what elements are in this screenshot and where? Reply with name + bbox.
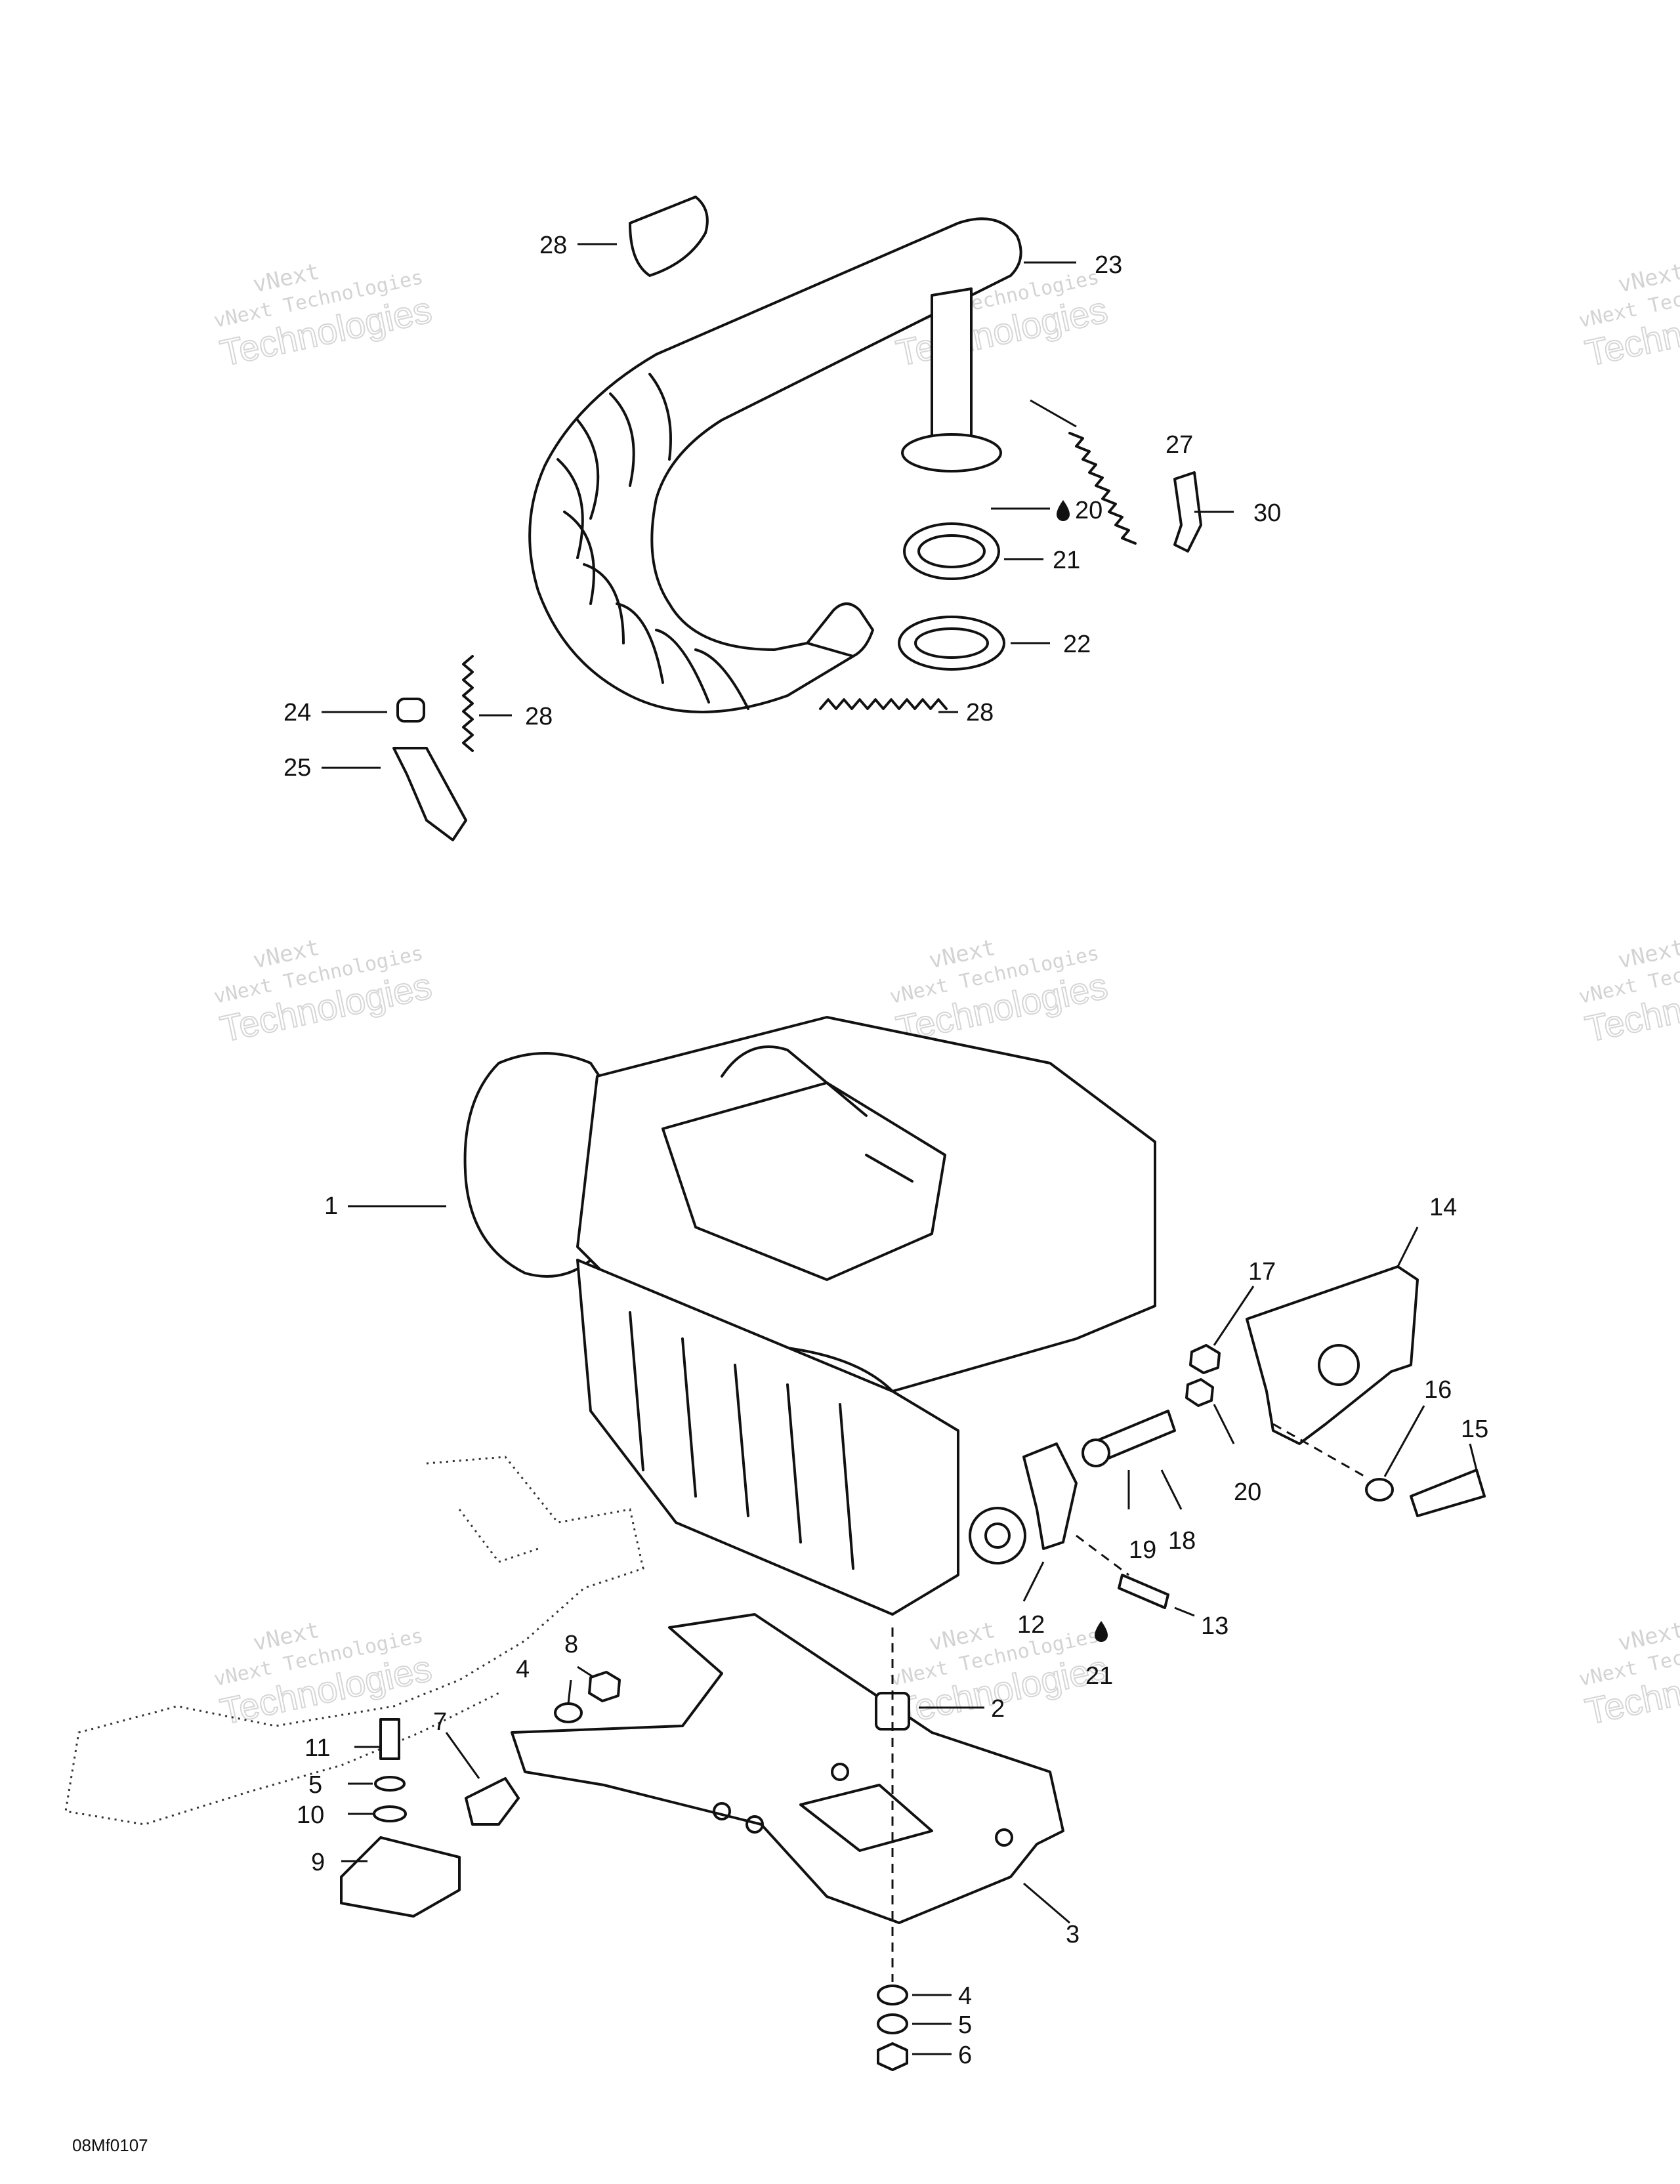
engine-crankcase-ribs [629, 1311, 854, 1570]
callout-28-left: 28 [525, 703, 553, 730]
engine-mount-bracket [340, 1836, 461, 1918]
callout-26: 24 [284, 699, 311, 726]
callout-15: 15 [1461, 1416, 1488, 1443]
callout-22: 20 [1075, 497, 1102, 524]
flat-washer-4-lower [877, 1984, 908, 2006]
bolt-11 [379, 1718, 400, 1760]
engine-mount-boss [969, 1507, 1026, 1564]
callout-3: 3 [1066, 1921, 1080, 1948]
callout-27: 25 [284, 754, 311, 782]
rubber-mount-stud [465, 1777, 520, 1826]
nut-20 [1185, 1378, 1214, 1407]
callout-28-upper: 27 [1166, 431, 1193, 459]
engine-mount-boss-inner [984, 1522, 1011, 1549]
tuned-pipe-outlet [806, 602, 874, 658]
callout-4-upper: 4 [516, 1656, 530, 1683]
callout-18: 18 [1168, 1527, 1196, 1555]
exhaust-seal-ring-inner [917, 534, 986, 568]
reference-code: 08Mf0107 [72, 2135, 148, 2155]
spring-lower [819, 698, 948, 710]
tuned-pipe-ribs [556, 373, 749, 710]
flat-washer-16 [1365, 1478, 1394, 1502]
callout-5-upper: 5 [308, 1771, 322, 1799]
engine-head-detail [662, 1045, 946, 1281]
pipe-bracket [392, 747, 467, 841]
mounting-plate-hole [995, 1828, 1013, 1847]
tuned-pipe-flange [901, 433, 1002, 472]
flat-washer-4-upper [554, 1702, 583, 1723]
callout-6: 6 [958, 2042, 972, 2069]
engine-crankcase [576, 1259, 959, 1616]
watermark-4: vNext vNext Technologies Technologies [212, 934, 436, 1051]
callout-24: 22 [1063, 631, 1091, 658]
small-bracket [1022, 1442, 1078, 1550]
lock-washer-5 [374, 1776, 406, 1792]
callout-4-lower: 4 [958, 1983, 972, 2010]
watermark-6: vNext vNext Technologies Technologies [1577, 934, 1680, 1051]
callout-labels: 28 23 27 20 21 22 30 28 28 24 25 1 14 17… [284, 232, 1488, 2069]
callout-11: 11 [304, 1734, 330, 1762]
grease-drop-icon [1095, 1621, 1108, 1642]
grease-drop-icon [1057, 500, 1070, 521]
tuned-pipe [528, 217, 1022, 713]
spring-left [462, 655, 474, 752]
engine-mounting-plate [511, 1613, 1064, 1924]
exhaust-seal-ring [903, 522, 1000, 580]
exhaust-assembly [392, 196, 1202, 841]
watermark-1: vNext vNext Technologies Technologies [212, 259, 436, 375]
callout-5-lower: 5 [958, 2011, 972, 2039]
exhaust-gasket-inner [914, 627, 989, 659]
exhaust-manifold-outline [64, 1456, 644, 1826]
callout-20: 20 [1234, 1479, 1261, 1506]
exhaust-gasket [898, 616, 1005, 671]
callout-17: 17 [1248, 1258, 1276, 1286]
callout-19: 19 [1129, 1536, 1156, 1564]
bolt-18-head [1082, 1438, 1110, 1467]
callout-28-lower: 28 [966, 699, 994, 726]
flat-washer-10 [373, 1805, 407, 1822]
callout-16: 16 [1424, 1376, 1452, 1404]
nut-8 [588, 1671, 621, 1702]
callout-21: 21 [1085, 1662, 1113, 1690]
engine-support-plate [1246, 1265, 1419, 1445]
callout-14: 14 [1429, 1194, 1457, 1221]
watermark-3: vNext vNext Technologies Technologies [1577, 259, 1680, 375]
callout-1: 1 [324, 1192, 338, 1220]
callout-2: 2 [991, 1695, 1005, 1723]
mounting-plate-hole [831, 1763, 849, 1781]
bolt-13 [1118, 1574, 1169, 1609]
spring-upper [1068, 432, 1137, 545]
mounting-plate-slot [799, 1784, 933, 1852]
rubber-mount [396, 698, 425, 723]
mounting-plate-hole [713, 1802, 731, 1820]
lock-washer-5-lower [877, 2013, 908, 2034]
mounting-plate-hole [746, 1815, 764, 1834]
nut-17 [1189, 1344, 1221, 1374]
spring-clip [1173, 471, 1202, 553]
support-plate-hole [1318, 1344, 1360, 1386]
callout-30: 30 [1253, 499, 1281, 527]
watermark-7: vNext vNext Technologies Technologies [212, 1617, 436, 1733]
callout-7: 7 [433, 1708, 447, 1736]
callout-9: 9 [311, 1849, 325, 1876]
leader-lines [322, 243, 1478, 2055]
watermark-9: vNext vNext Technologies Technologies [1577, 1617, 1680, 1733]
watermark-5: vNext vNext Technologies Technologies [888, 934, 1112, 1051]
callout-12: 12 [1017, 1611, 1045, 1639]
callout-23: 21 [1053, 547, 1080, 574]
bolt-15 [1410, 1469, 1486, 1517]
nut-6 [877, 2042, 908, 2071]
callout-13: 13 [1201, 1612, 1228, 1640]
engine-fan-housing [463, 1052, 605, 1278]
callout-8: 8 [564, 1631, 578, 1658]
engine-assembly [64, 1016, 1486, 2071]
callout-10: 10 [297, 1801, 324, 1829]
callout-25: 23 [1095, 251, 1122, 279]
callout-29: 28 [539, 232, 567, 259]
heat-shield [629, 196, 709, 277]
